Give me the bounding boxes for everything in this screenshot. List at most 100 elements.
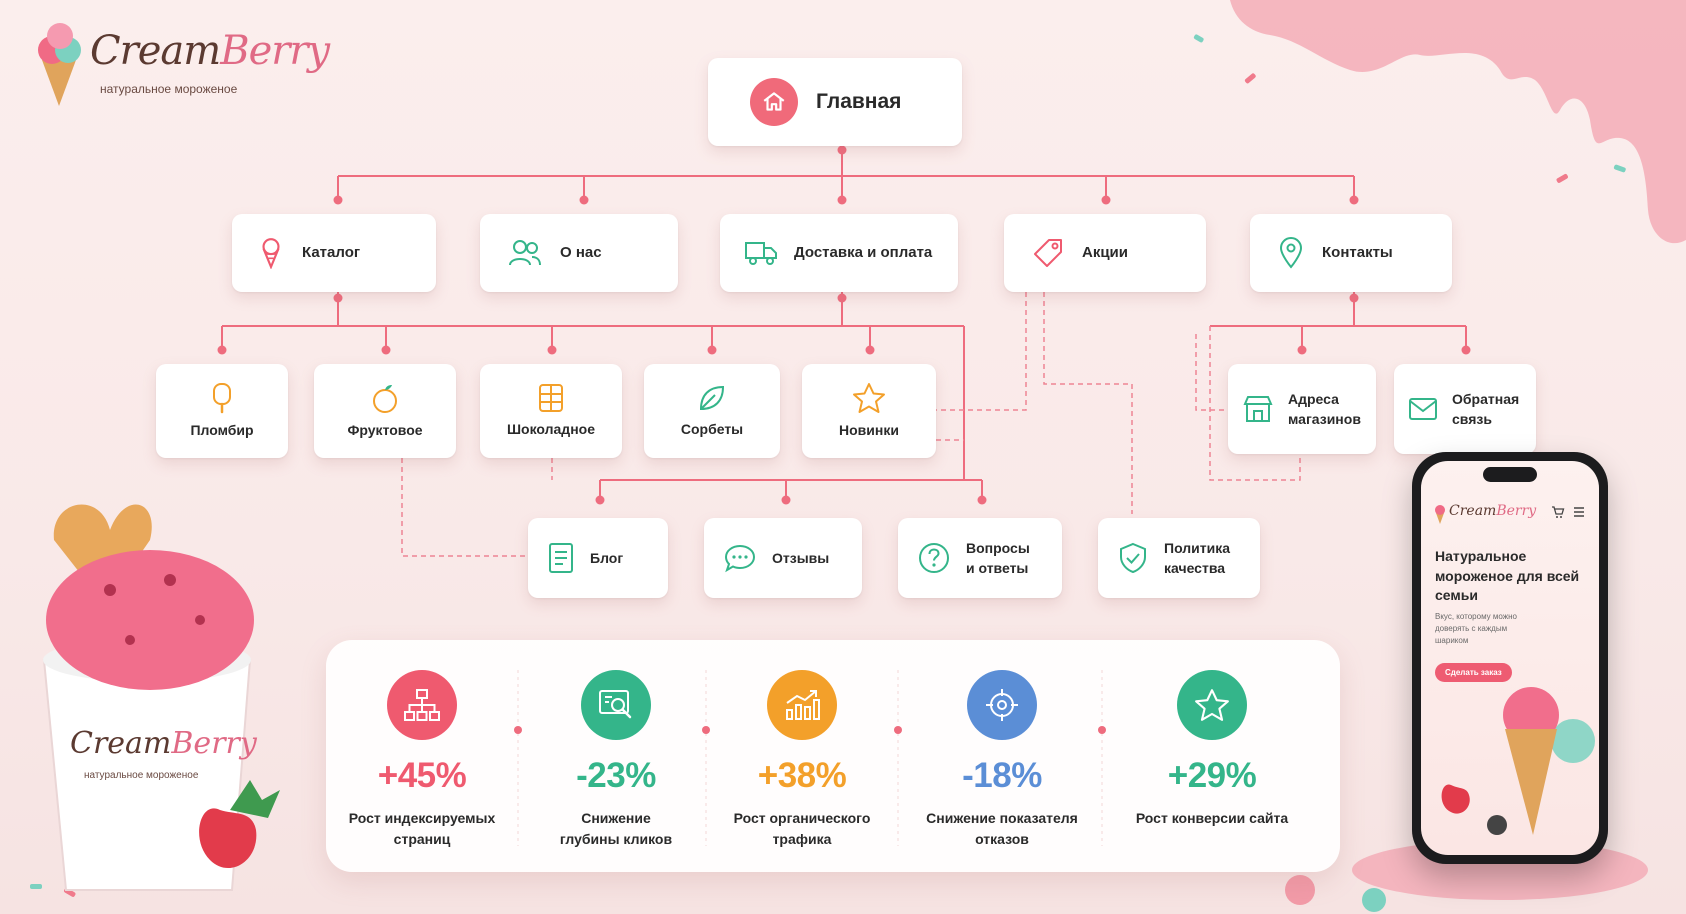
node-label: Адреса магазинов	[1288, 389, 1361, 430]
star-icon	[852, 382, 886, 414]
phone-screen: CreamBerry Натуральное мороженое для все…	[1421, 461, 1599, 855]
phone-brand-name: CreamBerry	[1449, 503, 1536, 519]
node-label: Новинки	[839, 420, 899, 440]
sitemap-node-quality-policy[interactable]: Политика качества	[1098, 518, 1260, 598]
stat-circle	[387, 670, 457, 740]
node-label: О нас	[560, 242, 602, 264]
node-label: Фруктовое	[347, 420, 422, 440]
sitemap-node-new[interactable]: Новинки	[802, 364, 936, 458]
node-label: Пломбир	[190, 420, 253, 440]
question-icon	[918, 542, 950, 574]
stat-conversion: +29% Рост конверсии сайта	[1122, 640, 1302, 872]
node-label: Отзывы	[772, 548, 829, 568]
phone-ice-cream-illustration	[1421, 685, 1599, 855]
target-icon	[984, 687, 1020, 723]
stat-circle	[767, 670, 837, 740]
stat-label: Снижение показателя отказов	[917, 808, 1087, 850]
node-label-line1: Вопросы	[966, 540, 1030, 556]
sitemap-node-home[interactable]: Главная	[708, 58, 962, 146]
stats-panel: +45% Рост индексируемых страниц -23% Сни…	[326, 640, 1340, 872]
node-label: Политика качества	[1164, 538, 1230, 579]
stat-organic-traffic: +38% Рост органического трафика	[712, 640, 892, 872]
phone-brand-part1: Cream	[1449, 503, 1496, 519]
node-label: Вопросы и ответы	[966, 538, 1030, 579]
sitemap-node-store-addresses[interactable]: Адреса магазинов	[1228, 364, 1376, 454]
cart-icon[interactable]	[1551, 505, 1565, 519]
chat-icon	[724, 543, 756, 573]
document-icon	[548, 542, 574, 574]
node-label: Сорбеты	[681, 419, 743, 439]
users-icon	[508, 239, 542, 267]
node-label-line1: Политика	[1164, 540, 1230, 556]
stat-label: Рост индексируемых страниц	[337, 808, 507, 850]
sitemap-node-plombir[interactable]: Пломбир	[156, 364, 288, 458]
stat-label-line2: трафика	[773, 831, 832, 847]
sitemap-node-delivery[interactable]: Доставка и оплата	[720, 214, 958, 292]
leaf-icon	[697, 383, 727, 413]
node-label: Контакты	[1322, 242, 1393, 264]
phone-notch	[1483, 467, 1537, 482]
chocolate-bar-icon	[538, 383, 564, 413]
node-label: Шоколадное	[507, 419, 595, 439]
sitemap-node-chocolate[interactable]: Шоколадное	[480, 364, 622, 458]
stat-label-line2: страниц	[394, 831, 451, 847]
stat-click-depth: -23% Снижение глубины кликов	[526, 640, 706, 872]
node-label: Акции	[1082, 242, 1128, 264]
node-label: Блог	[590, 548, 623, 568]
stat-circle	[581, 670, 651, 740]
ice-cream-cone-logo-icon	[1433, 503, 1447, 525]
node-label-line2: и ответы	[966, 560, 1028, 576]
stat-label-line1: Снижение показателя	[926, 810, 1078, 826]
stat-label-line1: Снижение	[581, 810, 651, 826]
sitemap-node-contacts[interactable]: Контакты	[1250, 214, 1452, 292]
sitemap-node-blog[interactable]: Блог	[528, 518, 668, 598]
phone-mockup: CreamBerry Натуральное мороженое для все…	[1412, 452, 1608, 864]
node-label-line1: Адреса	[1288, 391, 1339, 407]
sitemap-node-about[interactable]: О нас	[480, 214, 678, 292]
stat-label-line2: глубины кликов	[560, 831, 672, 847]
star-icon	[1194, 688, 1230, 722]
sitemap-node-fruit[interactable]: Фруктовое	[314, 364, 456, 458]
truck-icon	[744, 240, 778, 266]
sitemap-node-faq[interactable]: Вопросы и ответы	[898, 518, 1062, 598]
home-icon	[750, 78, 798, 126]
phone-order-button[interactable]: Сделать заказ	[1435, 663, 1512, 682]
phone-headline: Натуральное мороженое для всей семьи	[1435, 547, 1585, 606]
search-screen-icon	[597, 688, 635, 722]
stat-value: -18%	[962, 756, 1042, 796]
node-label: Главная	[816, 87, 901, 117]
popsicle-icon	[211, 382, 233, 414]
growth-chart-icon	[783, 688, 821, 722]
stat-bounce-rate: -18% Снижение показателя отказов	[912, 640, 1092, 872]
stat-value: +38%	[758, 756, 847, 796]
tag-icon	[1032, 237, 1064, 269]
sitemap-node-reviews[interactable]: Отзывы	[704, 518, 862, 598]
stat-value: +45%	[378, 756, 467, 796]
stat-value: +29%	[1168, 756, 1257, 796]
stat-circle	[1177, 670, 1247, 740]
stat-label-line1: Рост индексируемых	[349, 810, 496, 826]
sitemap-node-catalog[interactable]: Каталог	[232, 214, 436, 292]
sitemap-node-sorbets[interactable]: Сорбеты	[644, 364, 780, 458]
mail-icon	[1408, 397, 1438, 421]
menu-icon[interactable]	[1573, 506, 1585, 518]
sitemap-node-promotions[interactable]: Акции	[1004, 214, 1206, 292]
node-label-line1: Обратная	[1452, 391, 1519, 407]
stat-label: Рост органического трафика	[717, 808, 887, 850]
stat-label-line1: Рост органического	[734, 810, 871, 826]
stat-indexed-pages: +45% Рост индексируемых страниц	[332, 640, 512, 872]
sitemap-node-feedback[interactable]: Обратная связь	[1394, 364, 1536, 454]
node-label: Доставка и оплата	[794, 242, 932, 264]
node-label-line2: магазинов	[1288, 411, 1361, 427]
sitemap-icon	[403, 688, 441, 722]
stat-label-line1: Рост конверсии сайта	[1136, 810, 1288, 826]
ice-cream-icon	[258, 237, 284, 269]
node-label-line2: связь	[1452, 411, 1492, 427]
phone-brand-part2: Berry	[1496, 503, 1536, 519]
node-label-line2: качества	[1164, 560, 1225, 576]
stat-value: -23%	[576, 756, 656, 796]
phone-subtext: Вкус, которому можно доверять с каждым ш…	[1435, 611, 1525, 647]
store-icon	[1242, 394, 1274, 424]
stat-label: Рост конверсии сайта	[1127, 808, 1297, 829]
